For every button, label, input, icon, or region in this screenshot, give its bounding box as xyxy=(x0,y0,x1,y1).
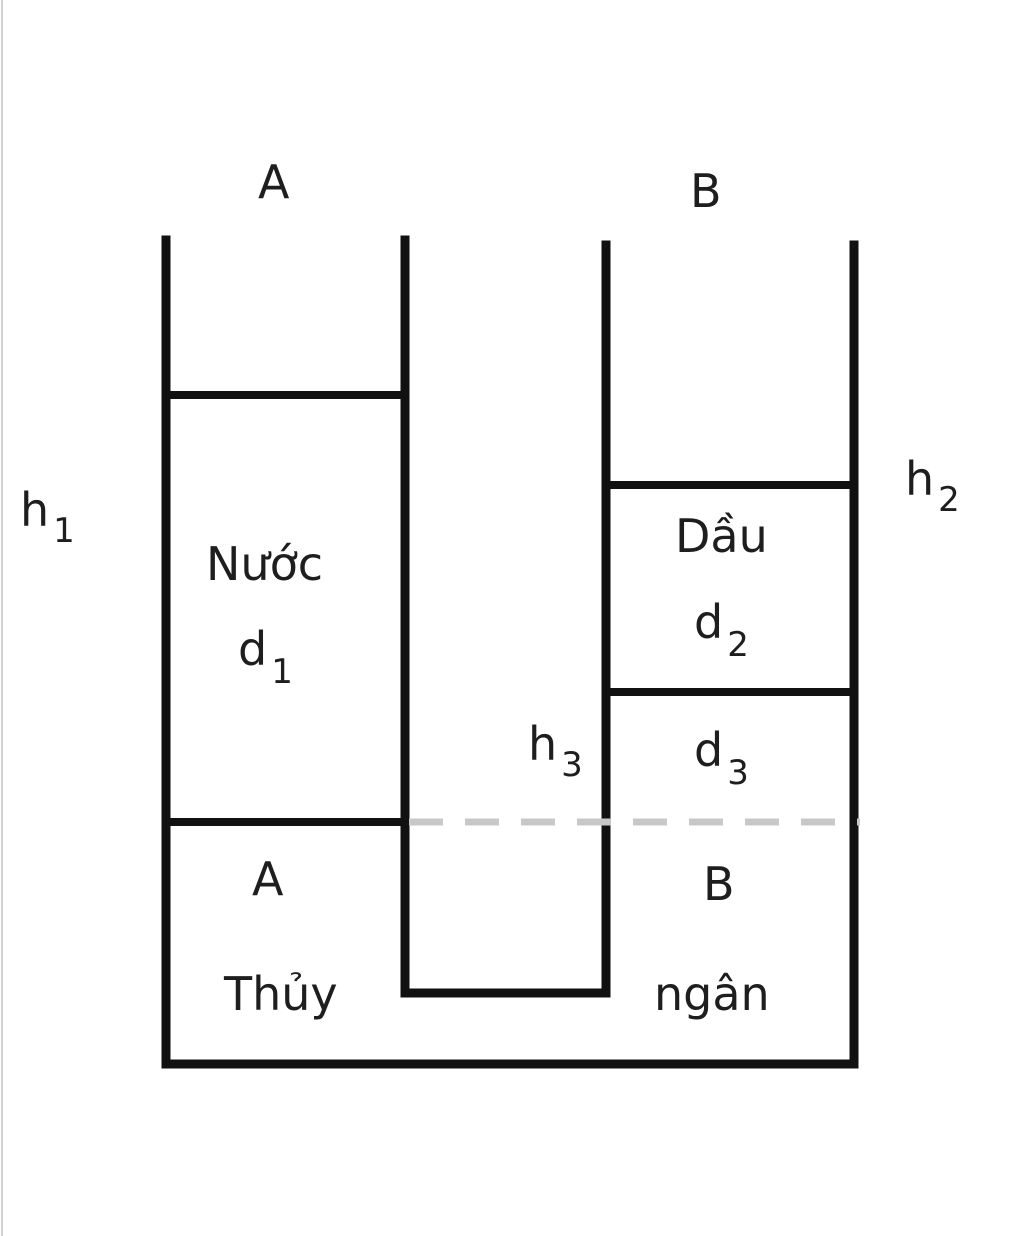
label-mercury-right: ngân xyxy=(654,967,770,1021)
label-oil: Dầu xyxy=(675,509,768,563)
h1-symbol: h xyxy=(20,483,49,537)
h1-subscript: 1 xyxy=(53,511,75,551)
h2-subscript: 2 xyxy=(938,480,960,520)
label-water: Nước xyxy=(206,537,323,591)
d1-subscript: 1 xyxy=(271,652,293,692)
d1-symbol: d xyxy=(238,622,267,676)
label-bottom-b: B xyxy=(703,857,735,911)
d2-symbol: d xyxy=(694,595,723,649)
h2-symbol: h xyxy=(905,452,934,506)
d3-subscript: 3 xyxy=(727,753,749,793)
h3-symbol: h xyxy=(528,717,557,771)
label-mercury-left: Thủy xyxy=(223,967,338,1021)
h3-subscript: 3 xyxy=(561,745,583,785)
d2-subscript: 2 xyxy=(727,625,749,665)
d3-symbol: d xyxy=(694,723,723,777)
label-top-b: B xyxy=(690,164,722,218)
label-top-a: A xyxy=(258,155,290,209)
label-bottom-a: A xyxy=(252,852,284,906)
